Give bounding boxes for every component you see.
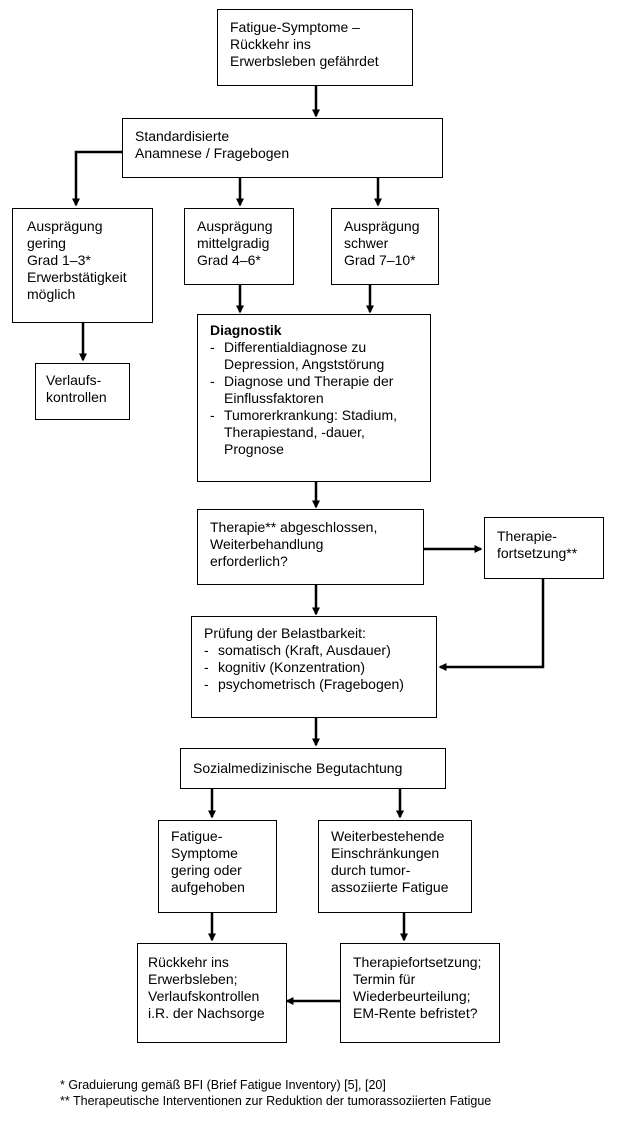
- box-start: Fatigue-Symptome – Rückkehr ins Erwerbsl…: [217, 9, 413, 86]
- box-severity-mid: Ausprägung mittelgradig Grad 4–6*: [184, 208, 294, 285]
- capacity-title: Prüfung der Belastbarkeit:: [204, 625, 366, 641]
- box-capacity: Prüfung der Belastbarkeit: somatisch (Kr…: [191, 616, 437, 718]
- arrow-anamnesis-to-low: [72, 150, 122, 207]
- box-anamnesis: Standardisierte Anamnese / Fragebogen: [122, 118, 443, 178]
- box-severity-high: Ausprägung schwer Grad 7–10*: [331, 208, 439, 285]
- box-therapy-continuation: Therapie- fortsetzung**: [484, 517, 604, 579]
- box-outcome-persisting: Weiterbestehende Einschränkungen durch t…: [318, 820, 472, 913]
- box-therapy-question: Therapie** abgeschlossen, Weiterbehandlu…: [197, 509, 424, 585]
- capacity-item: psychometrisch (Fragebogen): [204, 676, 424, 693]
- diagnostics-title: Diagnostik: [210, 322, 282, 338]
- capacity-item: somatisch (Kraft, Ausdauer): [204, 642, 424, 659]
- diagnostics-list: Differentialdiagnose zu Depression, Angs…: [210, 339, 418, 458]
- box-severity-low: Ausprägung gering Grad 1–3* Erwerbstätig…: [12, 208, 153, 323]
- box-return-to-work: Rückkehr ins Erwerbsleben; Verlaufskontr…: [137, 943, 287, 1043]
- capacity-item: kognitiv (Konzentration): [204, 659, 424, 676]
- box-assessment: Sozialmedizinische Begutachtung: [180, 748, 446, 789]
- footnotes: * Graduierung gemäß BFI (Brief Fatigue I…: [60, 1077, 491, 1109]
- footnote-therapy: ** Therapeutische Interventionen zur Red…: [60, 1094, 492, 1108]
- box-diagnostics: Diagnostik Differentialdiagnose zu Depre…: [197, 314, 431, 482]
- diagnostics-item: Differentialdiagnose zu Depression, Angs…: [210, 339, 418, 373]
- diagnostics-item: Diagnose und Therapie der Einflussfaktor…: [210, 373, 418, 407]
- diagnostics-item: Tumorerkrankung: Stadium, Therapiestand,…: [210, 407, 418, 458]
- footnote-grading: * Graduierung gemäß BFI (Brief Fatigue I…: [60, 1078, 386, 1092]
- capacity-list: somatisch (Kraft, Ausdauer) kognitiv (Ko…: [204, 642, 424, 693]
- box-continued-therapy: Therapiefortsetzung; Termin für Wiederbe…: [340, 943, 500, 1043]
- box-follow-up: Verlaufs- kontrollen: [35, 363, 130, 420]
- box-outcome-resolved: Fatigue- Symptome gering oder aufgehoben: [158, 820, 277, 913]
- arrow-continuation-to-capacity: [438, 579, 545, 671]
